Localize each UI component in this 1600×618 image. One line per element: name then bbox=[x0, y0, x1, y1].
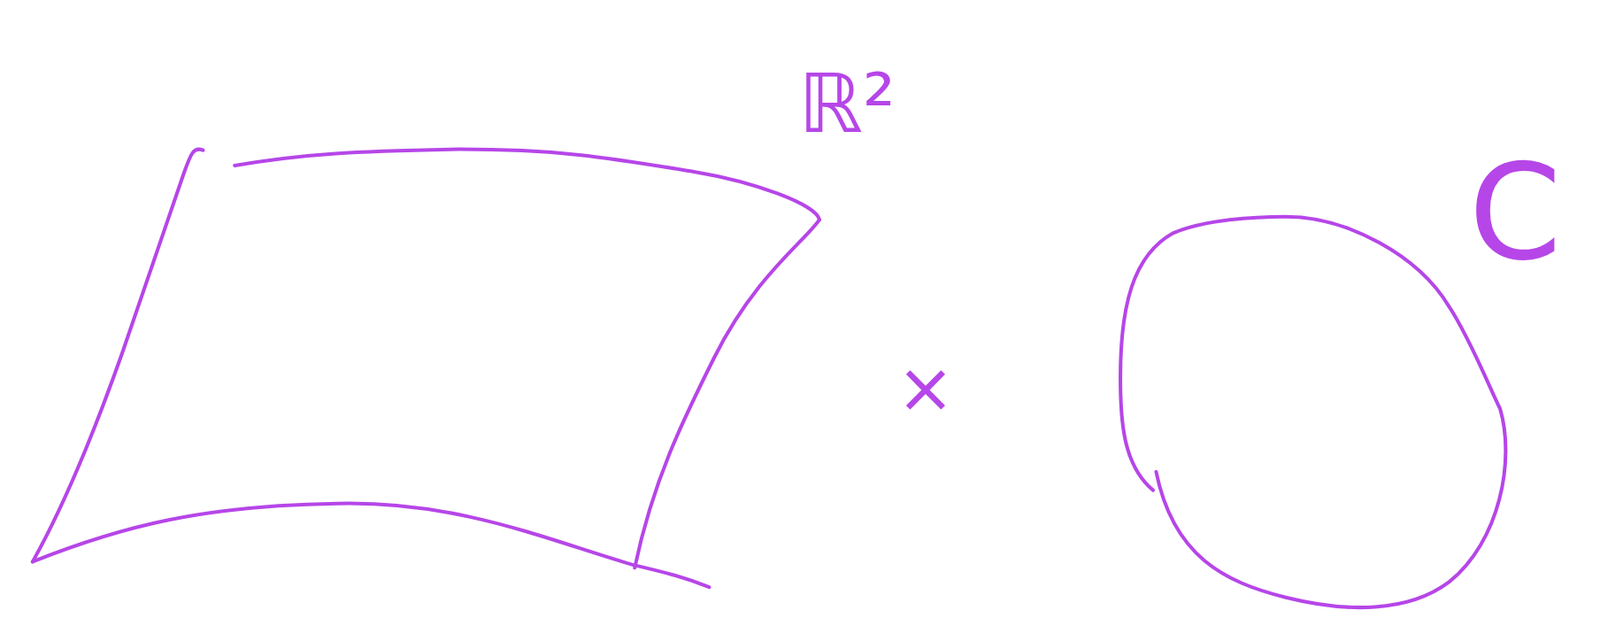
closed-curve bbox=[1120, 216, 1506, 608]
plane-top-edge bbox=[234, 149, 820, 221]
curve-label: C bbox=[1469, 146, 1562, 279]
plane-left-edge bbox=[32, 148, 204, 562]
plane-bottom-edge bbox=[32, 502, 709, 587]
plane-right-edge bbox=[634, 219, 820, 568]
product-symbol: × bbox=[896, 353, 954, 423]
space-label: ℝ² bbox=[798, 63, 896, 146]
